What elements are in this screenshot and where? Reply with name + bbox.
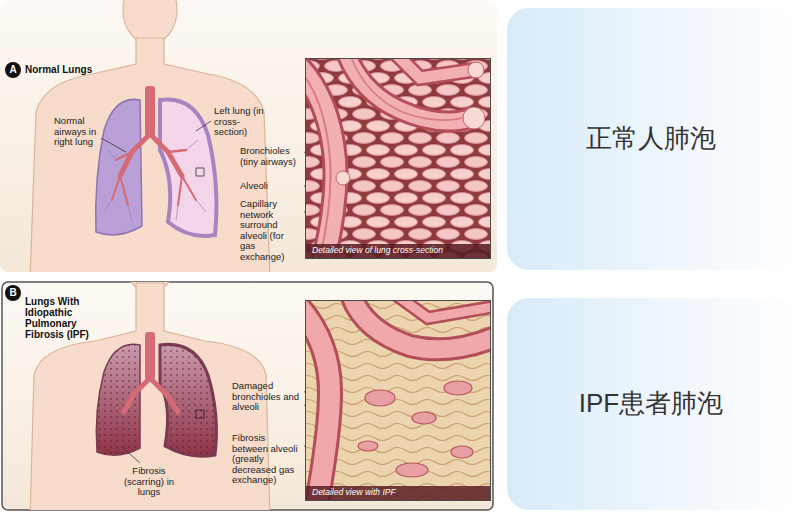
caption-panel: 正常人肺泡 — [507, 8, 795, 270]
detail-view-box: Detailed view with IPF — [305, 300, 491, 501]
bronchiole-tube — [305, 70, 331, 259]
alveolar-sac — [336, 171, 350, 185]
label-slot: Bronchioles (tiny airways) — [240, 146, 304, 167]
bronchi — [116, 152, 132, 160]
label-slot: Normal airways in right lung — [54, 116, 99, 148]
airway-fine — [104, 150, 132, 222]
panel-title: 正常人肺泡 — [586, 123, 716, 154]
bronchiole-tube — [392, 300, 491, 318]
panel-heading: Normal Lungs — [25, 64, 115, 75]
bronchiole-tube — [305, 300, 491, 501]
trachea — [145, 332, 155, 380]
torso-figure — [30, 0, 270, 272]
damaged-alveolus — [358, 381, 473, 477]
airway-fine — [176, 140, 206, 220]
damaged-alveolus — [396, 463, 428, 477]
label-slot: Damaged bronchioles and alveoli — [232, 381, 302, 413]
label-slot: Left lung (in cross-section) — [214, 106, 270, 138]
label-slot: Normal Lungs — [25, 64, 115, 75]
part-label: Damaged bronchioles and alveoli — [232, 381, 302, 413]
label-slot: Fibrosis between alveoli (greatly decrea… — [232, 433, 302, 486]
part-label: Normal airways in right lung — [54, 116, 99, 148]
right-lung — [96, 99, 142, 235]
bronchiole-tube — [350, 300, 491, 349]
detail-view-box: Detailed view of lung cross-section — [305, 58, 491, 259]
bronchi — [178, 176, 196, 205]
view-caption: Detailed view with IPF — [312, 486, 396, 498]
left-lung — [160, 99, 216, 236]
part-label: Left lung (in cross-section) — [214, 106, 270, 138]
leader-line — [196, 121, 211, 131]
alveoli-detail — [305, 58, 491, 259]
part-label: Capillary network surround alveoli (for … — [240, 199, 298, 262]
damaged-alveolus — [412, 412, 436, 424]
view-caption: Detailed view of lung cross-section — [312, 244, 443, 256]
panel-letter-text: A — [9, 65, 16, 75]
bronchiole-tube — [305, 306, 330, 501]
panel-letter: A — [5, 62, 21, 78]
damaged-alveolus — [358, 441, 378, 451]
bronchi — [112, 176, 128, 205]
panel-b — [2, 224, 493, 513]
label-slot: Capillary network surround alveoli (for … — [240, 199, 298, 262]
caption-strip — [305, 244, 491, 259]
bronchi — [124, 378, 178, 412]
bronchi — [150, 378, 178, 412]
panel-letter: B — [5, 285, 21, 301]
label-slot: Alveoli — [240, 181, 300, 192]
part-label: Fibrosis (scarring) in lungs — [116, 466, 182, 498]
panel-heading: Lungs With Idiopathic Pulmonary Fibrosis… — [25, 296, 99, 340]
bronchiole-tube — [305, 66, 335, 259]
damaged-alveolus — [451, 446, 473, 458]
part-label: Bronchioles (tiny airways) — [240, 146, 304, 167]
panel-letter-text: B — [9, 288, 16, 298]
bronchiole-tube — [305, 58, 474, 259]
alveolar-sac — [463, 107, 485, 129]
bronchiole-tube — [392, 58, 474, 78]
part-label: Fibrosis between alveoli (greatly decrea… — [232, 433, 302, 486]
bronchi — [124, 378, 150, 412]
bronchi — [168, 150, 186, 152]
panel-a — [0, 0, 497, 280]
airway-fine — [104, 140, 206, 222]
bronchiole-tube — [305, 66, 335, 259]
leader-line — [122, 447, 140, 463]
label-slot: Lungs With Idiopathic Pulmonary Fibrosis… — [25, 296, 99, 340]
bronchiole-tube — [392, 300, 491, 318]
panel-title: IPF患者肺泡 — [579, 388, 723, 419]
bronchiole-tube — [350, 300, 491, 349]
label-slot: Fibrosis (scarring) in lungs — [116, 466, 182, 498]
alveolar-sac — [468, 62, 484, 78]
bronchiole-tube — [305, 306, 330, 501]
caption-strip — [305, 486, 491, 501]
trachea — [145, 86, 155, 136]
bronchiole-tube — [392, 58, 474, 78]
damaged-alveolus — [444, 381, 472, 395]
damaged-alveolus — [365, 390, 395, 406]
leader-line — [101, 138, 126, 152]
part-label: Alveoli — [240, 181, 300, 192]
zoom-marker — [196, 410, 204, 418]
alveolar-sac — [336, 62, 485, 185]
bronchi — [150, 134, 182, 176]
bronchi — [112, 134, 196, 205]
fibrosis-detail — [305, 300, 491, 501]
caption-panel: IPF患者肺泡 — [507, 298, 795, 510]
zoom-marker — [196, 168, 204, 176]
